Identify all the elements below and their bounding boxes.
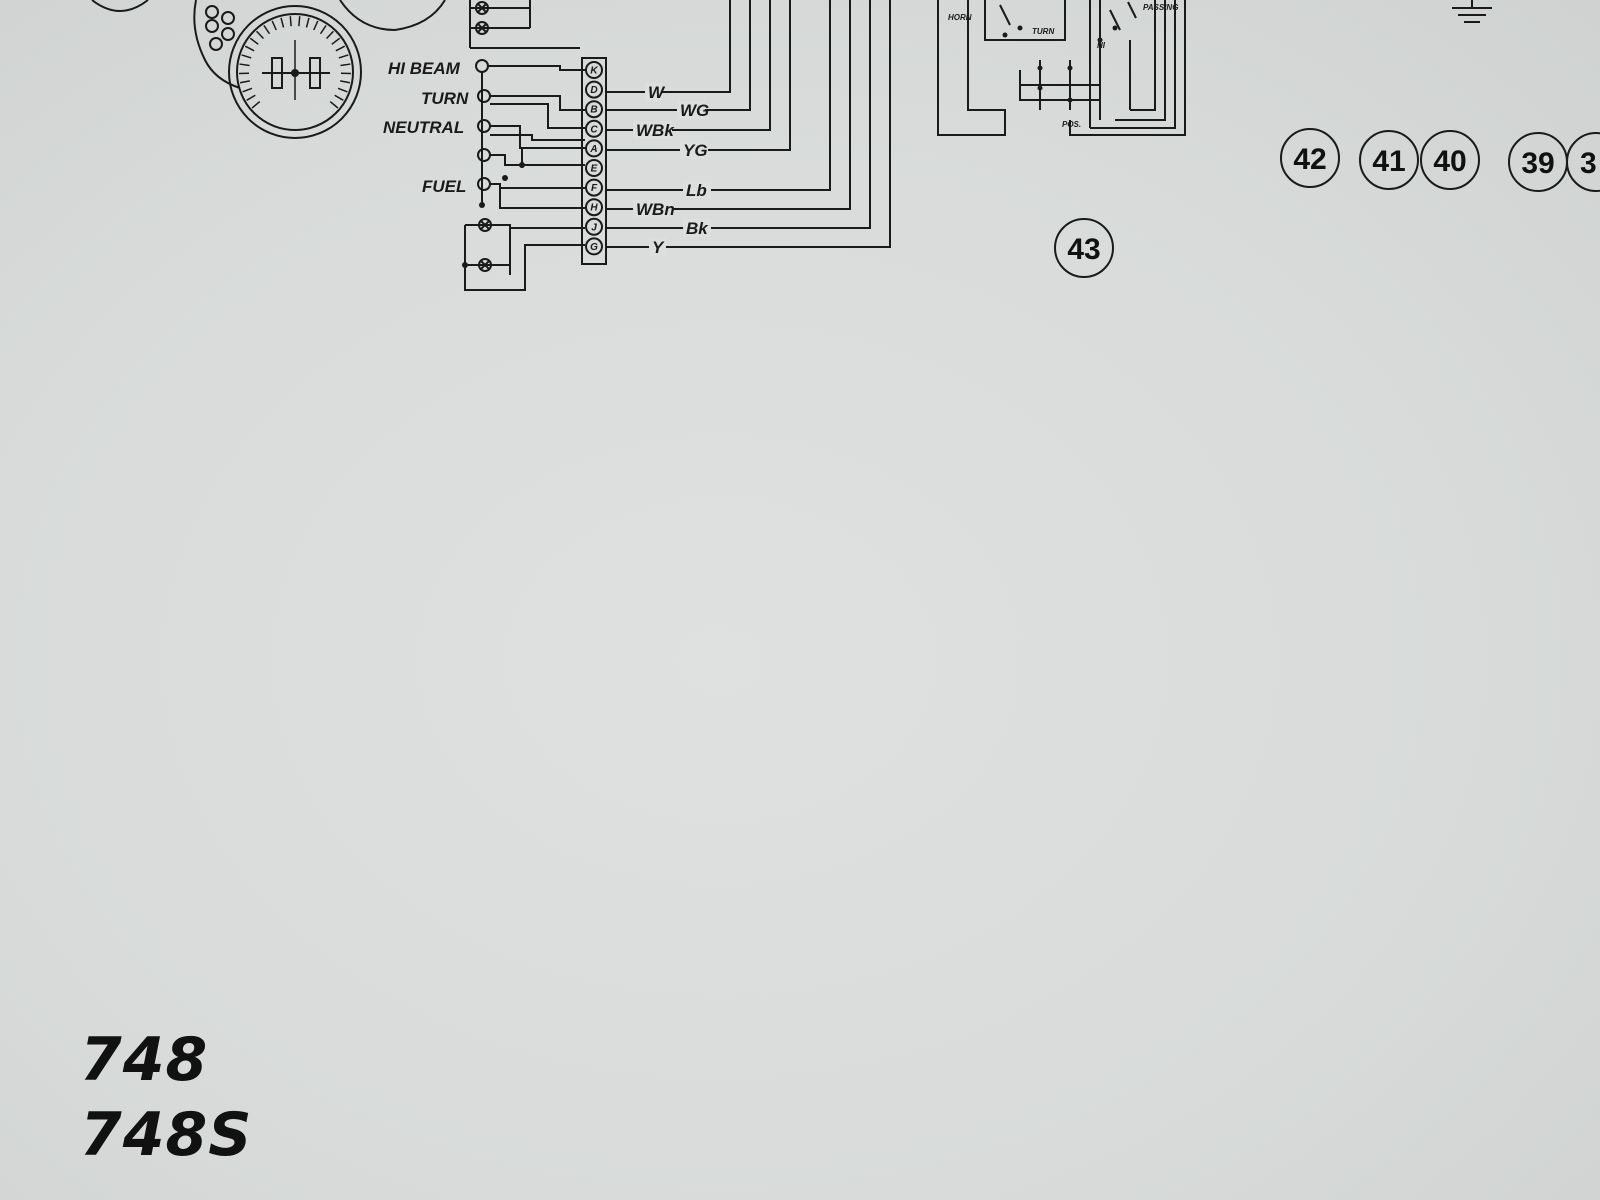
- wire-color-label: Bk: [686, 219, 709, 238]
- wire-label-bg: [633, 121, 672, 139]
- switch-dots: [1002, 25, 1118, 103]
- model-name-748s: 748S: [80, 1100, 253, 1170]
- connector-pin-B: [585, 100, 603, 119]
- wire-color-label: Lb: [686, 181, 707, 200]
- gauge-dial: [228, 5, 362, 139]
- connector-pin-G: [585, 237, 603, 256]
- label-pos: POS.: [1062, 120, 1081, 129]
- label-turn: TURN: [421, 89, 469, 108]
- label-hi-beam: HI BEAM: [388, 59, 461, 78]
- connector-pin-label: B: [590, 105, 597, 116]
- wire-color-label: YG: [683, 141, 708, 160]
- gauge-dial-partial: [339, 0, 446, 32]
- wire-W: [606, 0, 731, 93]
- wire-color-label: WBn: [636, 200, 675, 219]
- connector-pin-K: [585, 61, 603, 79]
- callout-39: 39: [1508, 132, 1568, 192]
- wire-Lb: [606, 0, 831, 191]
- handlebar-switch: [937, 0, 1186, 136]
- wire-YG: [606, 0, 791, 151]
- wire-label-bg: [645, 83, 662, 101]
- connector-pin-label: K: [590, 66, 598, 77]
- label-fuel: FUEL: [422, 177, 466, 196]
- bulbs-top: [469, 0, 580, 49]
- svg-text:39: 39: [1521, 147, 1554, 180]
- svg-text:40: 40: [1433, 145, 1466, 178]
- lamp-harness: [464, 65, 585, 291]
- wire-color-label: WG: [680, 101, 709, 120]
- cropped-callout-circle: [91, 0, 149, 12]
- wire-WBn: [606, 0, 851, 210]
- svg-text:43: 43: [1067, 233, 1100, 266]
- pilot-lamps-cluster: [193, 0, 241, 89]
- svg-text:42: 42: [1293, 143, 1326, 176]
- connector-pin-label: G: [590, 242, 598, 253]
- connector-pin-label: J: [591, 222, 597, 233]
- wire-color-label: Y: [652, 238, 665, 257]
- model-name-748: 748: [80, 1025, 209, 1095]
- connector-pin-A: [585, 139, 603, 158]
- connector-pin-H: [585, 198, 603, 217]
- ground-symbol: [1452, 0, 1492, 23]
- callout-3x-cropped: 3: [1566, 132, 1600, 192]
- connector-pin-label: F: [591, 183, 598, 194]
- connector-pin-F: [585, 178, 603, 197]
- callout-40: 40: [1420, 130, 1480, 190]
- callout-43: 43: [1054, 218, 1114, 278]
- wire-color-label: WBk: [636, 121, 675, 140]
- bulbs-bottom: [478, 218, 492, 272]
- connector-pin-E: [585, 159, 603, 177]
- wire-color-label: W: [648, 83, 666, 102]
- connector-pin-J: [585, 217, 603, 236]
- connector-pin-label: C: [590, 124, 598, 135]
- wire-WG: [606, 0, 751, 111]
- label-neutral: NEUTRAL: [383, 118, 464, 137]
- connector-pin-label: A: [589, 144, 597, 155]
- connector-pin-label: E: [591, 164, 598, 175]
- wire-label-bg: [677, 101, 705, 119]
- label-switch-turn: TURN: [1032, 27, 1054, 36]
- callout-42: 42: [1280, 128, 1340, 188]
- label-passing: PASSING: [1143, 3, 1178, 12]
- wire-label-bg: [680, 141, 708, 159]
- connector-pin-label: H: [590, 203, 598, 214]
- label-horn: HORN: [948, 13, 972, 22]
- svg-text:3: 3: [1580, 147, 1597, 180]
- wire-label-bg: [683, 181, 711, 199]
- callout-41: 41: [1359, 130, 1419, 190]
- connector-pin-label: D: [590, 85, 597, 96]
- label-hi: HI: [1097, 41, 1106, 50]
- connector-pin-D: [585, 80, 603, 99]
- svg-text:41: 41: [1372, 145, 1405, 178]
- connector-pin-C: [585, 119, 603, 138]
- wire-label-bg: [649, 238, 666, 256]
- wire-Y: [606, 0, 891, 248]
- wire-label-bg: [683, 219, 711, 237]
- junction-dots: [462, 162, 525, 268]
- wire-label-bg: [633, 200, 672, 218]
